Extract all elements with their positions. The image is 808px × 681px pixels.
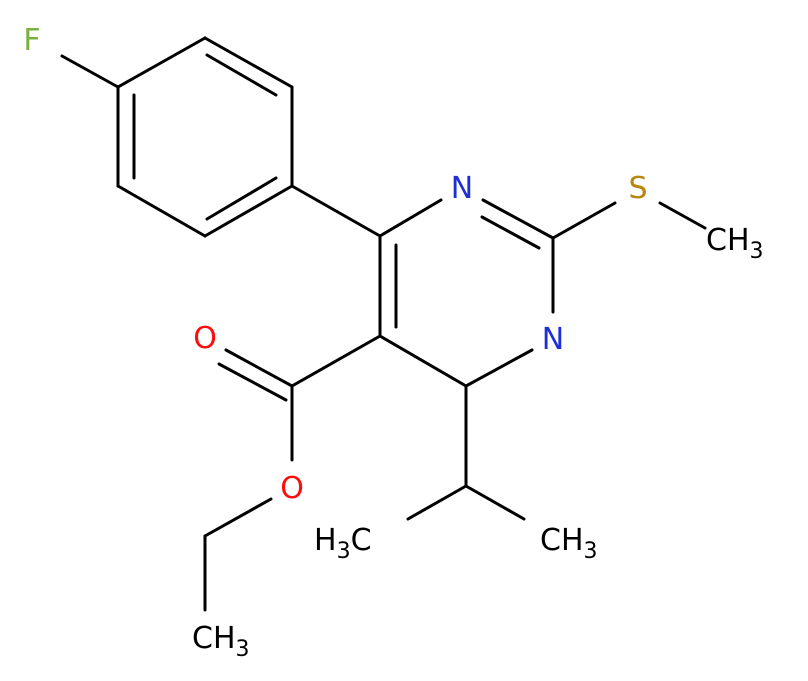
bond-c-f bbox=[60, 54, 120, 89]
bond-ch-ch3-right bbox=[464, 484, 526, 521]
bond-n3-c4 bbox=[464, 348, 534, 388]
bond-c4-c5 bbox=[378, 334, 468, 388]
atom-sulfur: S bbox=[628, 171, 647, 206]
bond-s-ch3 bbox=[658, 201, 707, 230]
bond-n1-c2 bbox=[481, 198, 555, 240]
atom-nitrogen-top: N bbox=[451, 171, 473, 206]
bond-o-ch2 bbox=[203, 497, 273, 538]
pyrimidine-ring bbox=[378, 198, 555, 388]
fluorophenyl-ring bbox=[116, 36, 294, 238]
atom-ethyl-methyl: CH3 bbox=[192, 621, 250, 662]
bond-ring-c1-c2 bbox=[116, 36, 207, 89]
bond-c6-n1 bbox=[378, 198, 443, 238]
atom-oxygen-carbonyl: O bbox=[193, 321, 217, 356]
bond-n1-c2-double bbox=[480, 215, 541, 250]
bond-ring-inner-2 bbox=[205, 176, 278, 221]
bond-carbonyl-o-2 bbox=[217, 362, 288, 402]
atom-isopropyl-left-methyl: H3C bbox=[314, 523, 372, 564]
bond-c2-s bbox=[551, 201, 617, 240]
bond-ring-c4-c5 bbox=[203, 184, 294, 238]
bond-ring-c2-c3 bbox=[203, 36, 294, 89]
bond-carbonyl-o-1 bbox=[224, 348, 294, 388]
bond-ring-inner-1 bbox=[205, 53, 278, 97]
atom-methyl-s: CH3 bbox=[706, 223, 764, 264]
bond-ch-ch3-left bbox=[406, 484, 468, 521]
atom-nitrogen-right: N bbox=[542, 322, 564, 357]
atom-isopropyl-right-methyl: CH3 bbox=[540, 523, 598, 564]
atom-oxygen-ester: O bbox=[280, 471, 304, 506]
atom-fluorine: F bbox=[23, 23, 40, 58]
bond-c5-carbonyl bbox=[290, 334, 382, 388]
bond-ring-c5-c6 bbox=[116, 184, 207, 238]
bond-aryl-pyrimidine bbox=[290, 184, 382, 238]
